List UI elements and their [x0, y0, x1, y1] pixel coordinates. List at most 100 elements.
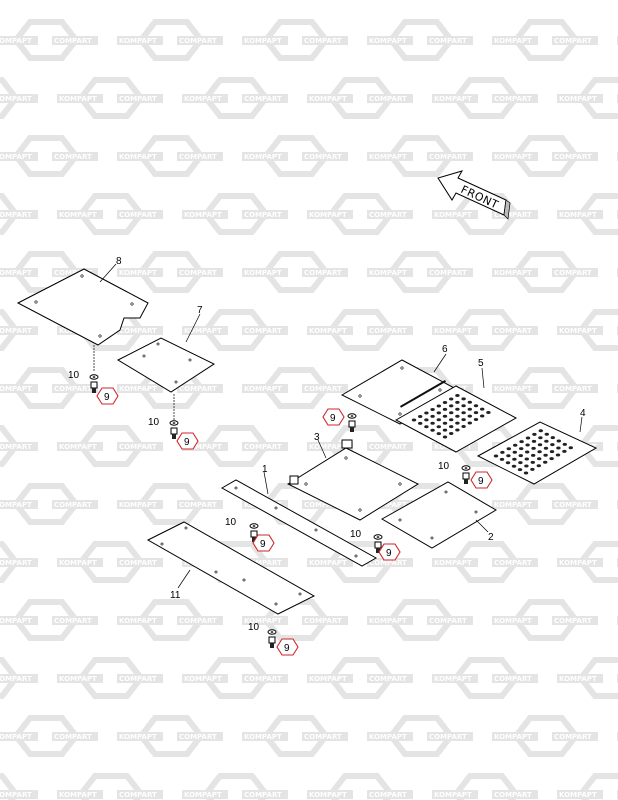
perforation-hole: [537, 443, 543, 447]
svg-text:KOMPAPT: KOMPAPT: [559, 95, 597, 103]
svg-text:KOMPAPT: KOMPAPT: [0, 385, 32, 393]
perforation-hole: [449, 418, 454, 422]
svg-text:COMPART: COMPART: [494, 675, 532, 683]
svg-text:KOMPAPT: KOMPAPT: [494, 269, 532, 277]
svg-text:COMPART: COMPART: [304, 733, 342, 741]
perforation-hole: [424, 425, 429, 429]
svg-text:COMPART: COMPART: [0, 559, 32, 567]
perforation-hole: [436, 411, 441, 415]
svg-text:KOMPAPT: KOMPAPT: [309, 211, 347, 219]
perforation-hole: [556, 446, 561, 450]
perforation-hole: [442, 407, 448, 411]
perforation-hole: [473, 404, 479, 408]
plate-11: [146, 521, 316, 615]
svg-text:COMPART: COMPART: [429, 269, 467, 277]
svg-text:COMPART: COMPART: [244, 791, 282, 799]
perforation-hole: [512, 457, 517, 461]
perforation-hole: [538, 436, 543, 440]
svg-text:9: 9: [184, 437, 190, 448]
svg-text:KOMPAPT: KOMPAPT: [309, 791, 347, 799]
svg-text:KOMPAPT: KOMPAPT: [494, 153, 532, 161]
part-label-7: 7: [197, 305, 203, 316]
svg-text:KOMPAPT: KOMPAPT: [184, 443, 222, 451]
svg-text:COMPART: COMPART: [304, 385, 342, 393]
svg-text:COMPART: COMPART: [119, 675, 157, 683]
part-label-1: 1: [262, 464, 268, 475]
svg-text:COMPART: COMPART: [429, 733, 467, 741]
svg-text:COMPART: COMPART: [119, 95, 157, 103]
svg-text:COMPART: COMPART: [554, 617, 592, 625]
perforation-hole: [518, 461, 523, 465]
svg-text:KOMPAPT: KOMPAPT: [309, 675, 347, 683]
svg-text:KOMPAPT: KOMPAPT: [559, 211, 597, 219]
perforation-hole: [442, 435, 448, 439]
perforation-hole: [461, 411, 466, 415]
svg-text:COMPART: COMPART: [119, 211, 157, 219]
perforation-hole: [436, 425, 441, 429]
perforation-hole: [549, 457, 554, 461]
watermark-logo: KOMPAPT COMPART: [432, 657, 538, 699]
part-label-5: 5: [478, 358, 484, 369]
svg-text:KOMPAPT: KOMPAPT: [434, 791, 472, 799]
svg-text:KOMPAPT: KOMPAPT: [0, 37, 32, 45]
svg-text:COMPART: COMPART: [54, 617, 92, 625]
svg-text:COMPART: COMPART: [179, 269, 217, 277]
svg-text:COMPART: COMPART: [429, 153, 467, 161]
svg-text:KOMPAPT: KOMPAPT: [119, 733, 157, 741]
bolt-callout-a: 9: [96, 387, 119, 405]
washer-label-e: 10: [350, 529, 362, 540]
front-arrow: FRONT: [437, 170, 511, 220]
svg-text:COMPART: COMPART: [369, 211, 407, 219]
perforation-hole: [519, 440, 524, 444]
perforation-hole: [430, 408, 435, 411]
svg-text:KOMPAPT: KOMPAPT: [59, 675, 97, 683]
perforation-hole: [513, 443, 518, 447]
svg-text:KOMPAPT: KOMPAPT: [369, 617, 407, 625]
washer-and-bolt: [267, 629, 277, 648]
svg-text:KOMPAPT: KOMPAPT: [0, 269, 32, 277]
svg-text:KOMPAPT: KOMPAPT: [494, 733, 532, 741]
perforation-hole: [418, 421, 423, 425]
svg-text:KOMPAPT: KOMPAPT: [119, 153, 157, 161]
svg-text:COMPART: COMPART: [0, 791, 32, 799]
washer-and-bolt: [89, 374, 99, 393]
perforation-hole: [461, 397, 466, 401]
svg-text:COMPART: COMPART: [179, 153, 217, 161]
svg-text:COMPART: COMPART: [0, 675, 32, 683]
perforation-hole: [436, 404, 441, 408]
svg-text:COMPART: COMPART: [369, 559, 407, 567]
svg-text:KOMPAPT: KOMPAPT: [309, 95, 347, 103]
panel-2: [380, 481, 497, 549]
perforation-hole: [500, 450, 505, 454]
perforation-hole: [536, 464, 541, 468]
perforation-hole: [455, 421, 460, 425]
bolt-callout-d: 9: [470, 471, 493, 489]
perforation-hole: [480, 407, 485, 411]
perforation-hole: [473, 411, 479, 415]
perforation-hole: [537, 450, 542, 454]
perforation-hole: [524, 457, 529, 461]
svg-text:KOMPAPT: KOMPAPT: [0, 617, 32, 625]
part-label-2: 2: [488, 532, 494, 543]
svg-text:9: 9: [260, 539, 266, 550]
svg-text:COMPART: COMPART: [0, 327, 32, 335]
svg-text:KOMPAPT: KOMPAPT: [434, 211, 472, 219]
svg-text:KOMPAPT: KOMPAPT: [434, 675, 472, 683]
perforation-hole: [436, 418, 441, 422]
perforation-hole: [449, 432, 454, 435]
